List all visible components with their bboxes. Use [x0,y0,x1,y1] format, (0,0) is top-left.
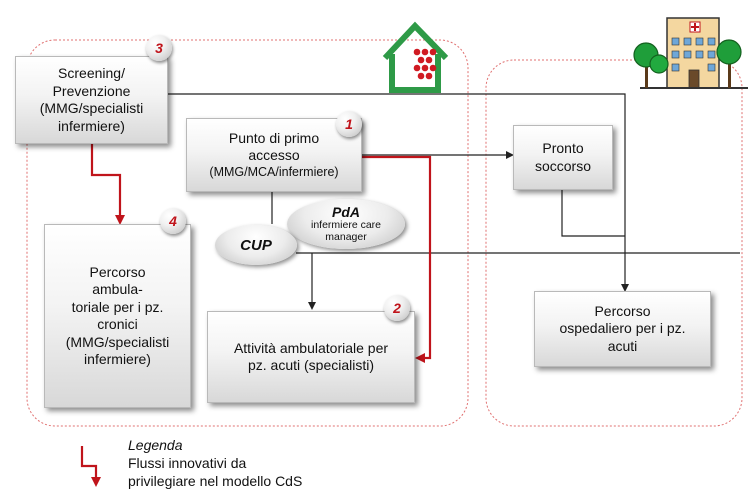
hospital-container [485,59,743,427]
flow-red-screening-to-cronici [90,144,125,225]
cup-label: CUP [240,236,272,254]
pda-ellipse: PdA infermiere care manager [287,199,405,249]
badge-2: 2 [384,295,410,321]
primo-accesso-sublabel: (MMG/MCA/infermiere) [209,164,339,179]
screening-label: Screening/ Prevenzione (MMG/specialisti … [39,65,144,134]
pronto-soccorso-box: Pronto soccorso [513,125,613,190]
hospital-icon [633,17,748,89]
screening-box: Screening/ Prevenzione (MMG/specialisti … [15,56,168,144]
cup-ellipse: CUP [215,225,297,265]
primo-accesso-box: Punto di primo accesso (MMG/MCA/infermie… [186,118,362,192]
pda-sublabel: infermiere care manager [310,219,382,243]
percorso-cronici-box: Percorso ambula- toriale per i pz. croni… [44,224,191,408]
pronto-soccorso-label: Pronto soccorso [534,140,592,174]
legend-title: Legenda [128,437,183,453]
badge-4: 4 [160,208,186,234]
percorso-ospedaliero-box: Percorso ospedaliero per i pz. acuti [534,291,711,367]
legend: Legenda Flussi innovativi da privilegiar… [128,436,302,491]
house-icon [382,21,449,93]
legend-description: Flussi innovativi da privilegiare nel mo… [128,455,303,490]
badge-1: 1 [336,111,362,137]
primo-accesso-label: Punto di primo accesso [228,129,320,164]
flow-prontosoccorso-to-line [561,190,625,237]
flow-screening-to-hospital [168,93,629,292]
percorso-ospedaliero-label: Percorso ospedaliero per i pz. acuti [559,302,686,354]
attivita-ambulatoriale-label: Attività ambulatoriale per pz. acuti (sp… [233,339,389,374]
pda-label: PdA [332,204,360,221]
attivita-ambulatoriale-box: Attività ambulatoriale per pz. acuti (sp… [207,311,415,403]
territory-container [26,39,469,427]
legend-red-arrow [80,446,101,487]
percorso-cronici-label: Percorso ambula- toriale per i pz. croni… [65,263,170,368]
badge-3: 3 [146,35,172,61]
flow-red-primoaccesso-to-attivita [362,155,432,363]
